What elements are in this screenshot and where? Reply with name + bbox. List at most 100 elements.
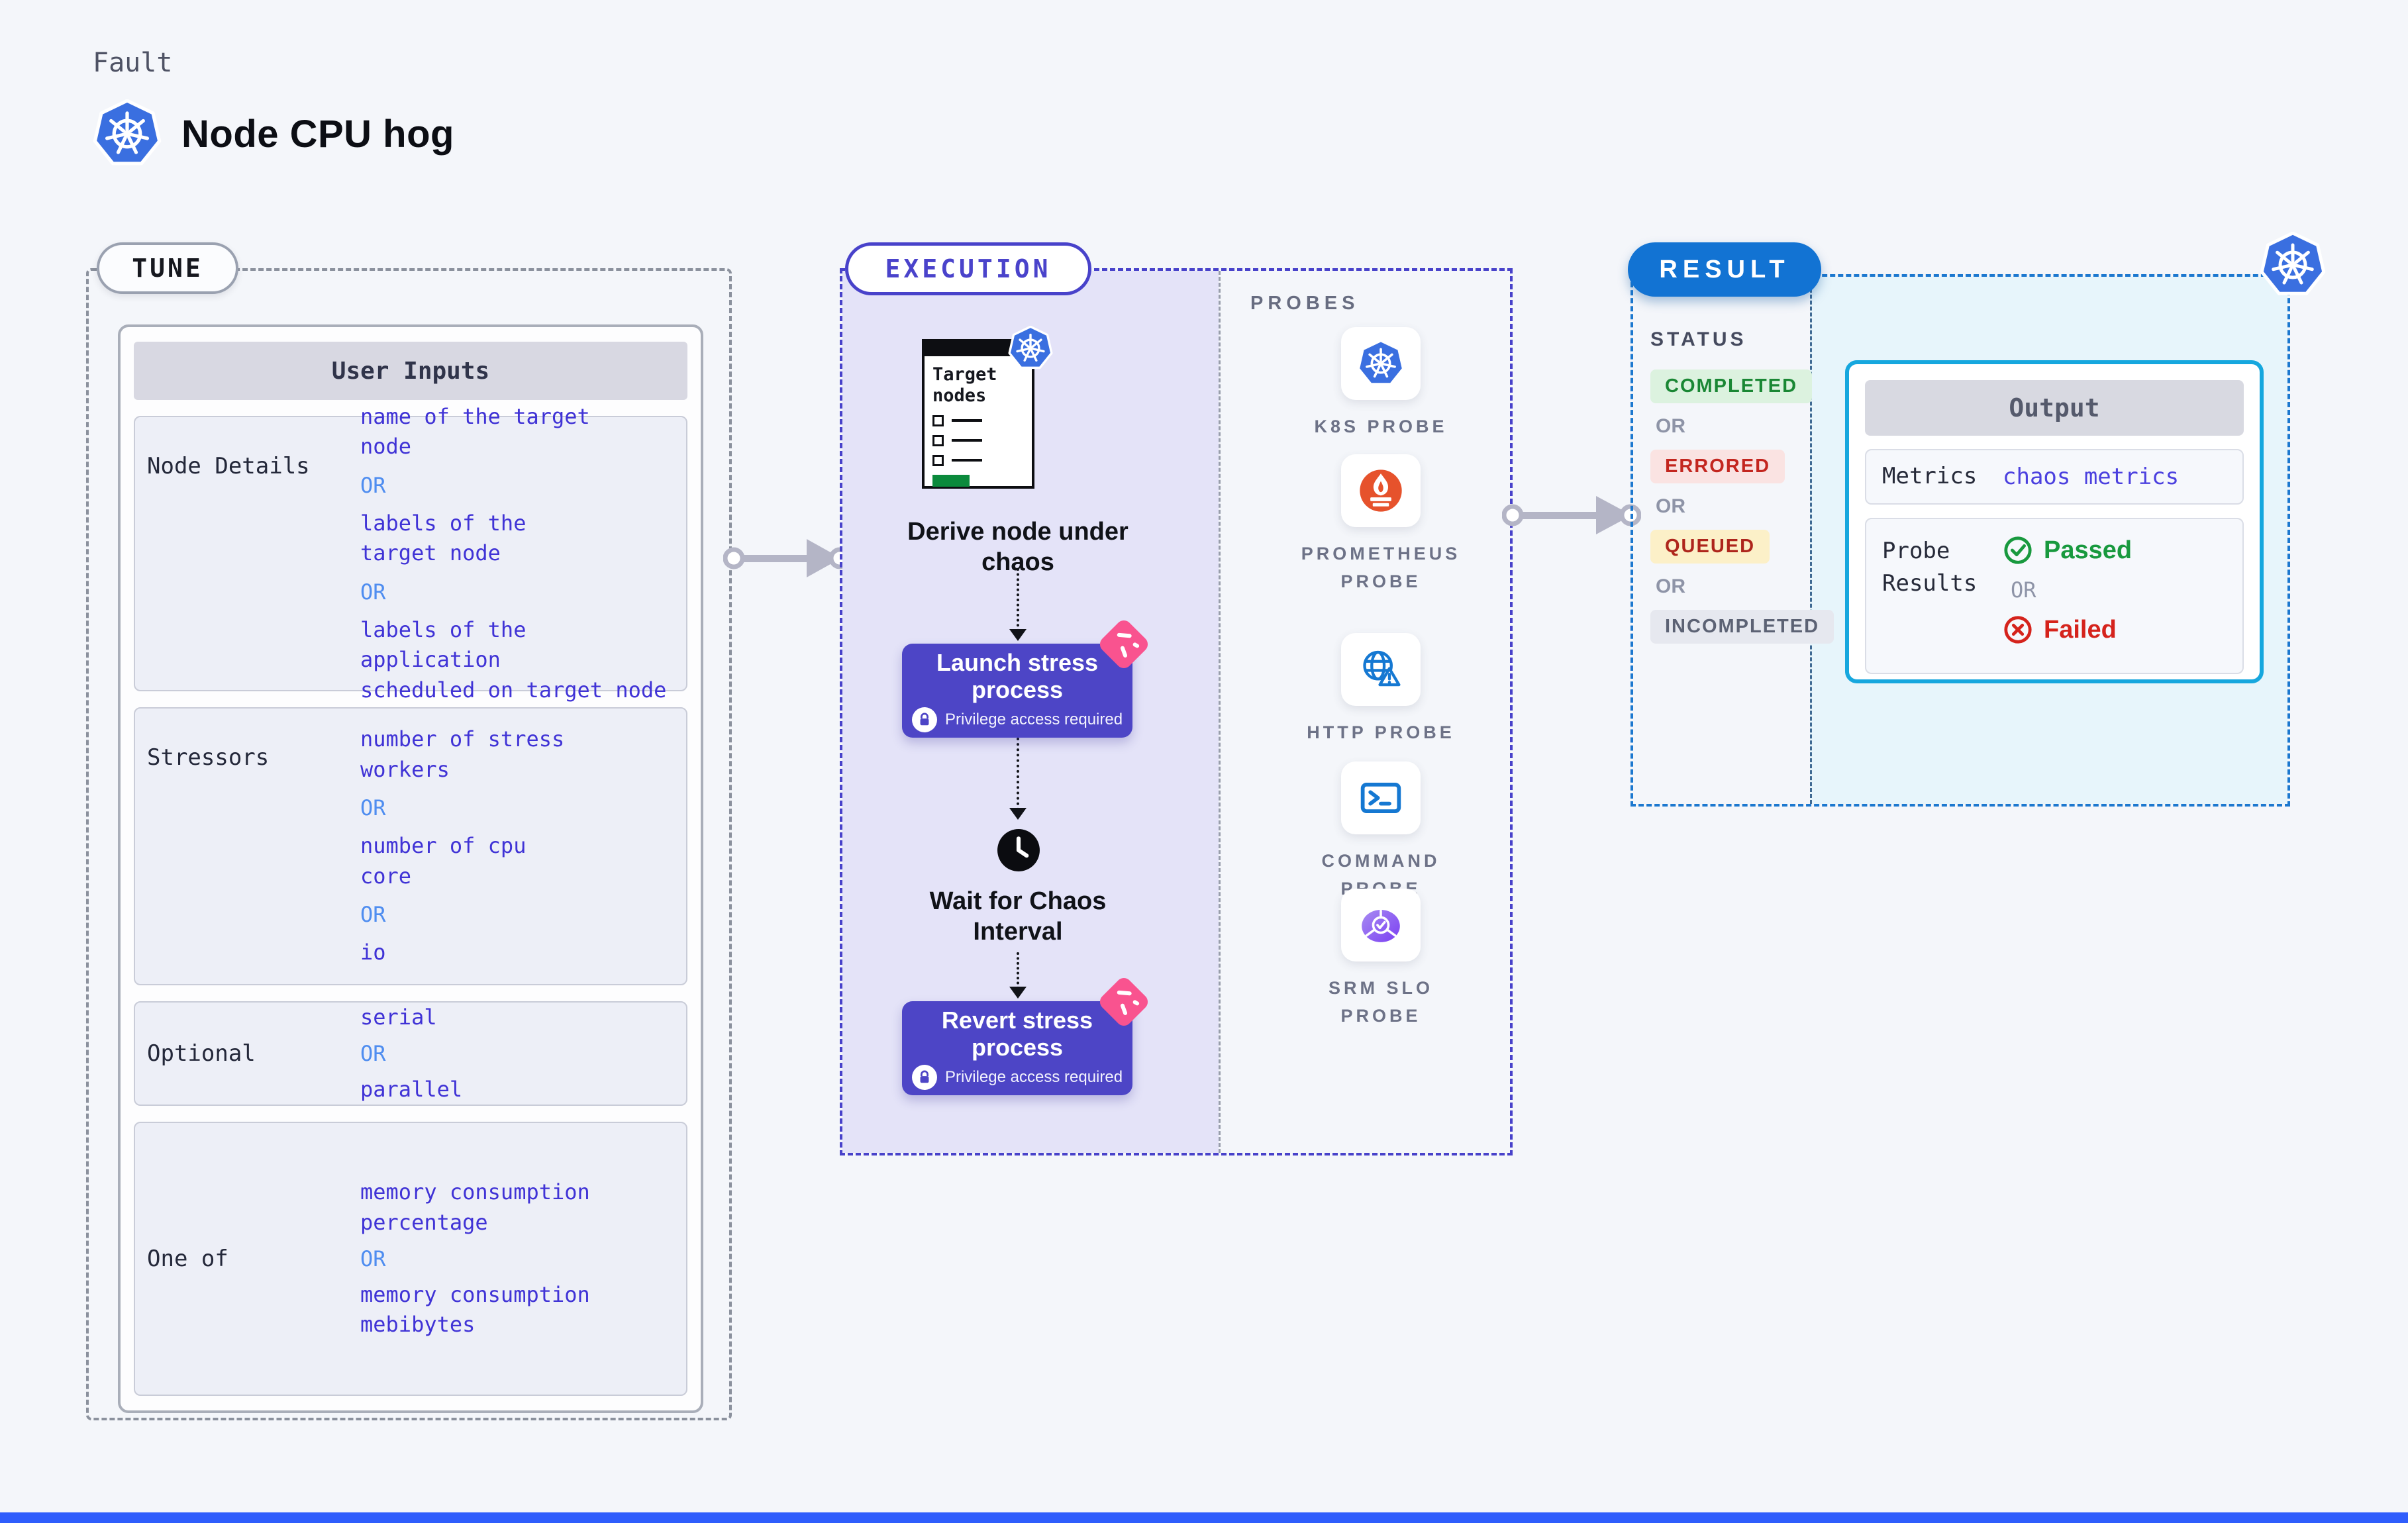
probe-card (1341, 327, 1421, 400)
option-value: labels of the application scheduled on t… (360, 616, 667, 703)
privilege-note: Privilege access required (944, 711, 1123, 729)
clock-icon (997, 829, 1040, 871)
status-badge-completed: COMPLETED (1650, 369, 1813, 403)
fault-kicker: Fault (93, 48, 173, 78)
result-divider (1810, 277, 1812, 804)
checkbox-icon (932, 454, 944, 466)
card-titlebar (925, 342, 1032, 356)
option-value: memory consumption percentage (360, 1179, 590, 1235)
derive-node-step: Derive node under chaos (907, 518, 1129, 577)
flow-connector (1017, 952, 1019, 989)
option-value: number of cpu core (360, 833, 527, 889)
probe-label: K8S PROBE (1314, 417, 1448, 436)
flow-arrow (1502, 496, 1641, 534)
probe-card (1341, 633, 1421, 706)
option-value: parallel (360, 1077, 463, 1102)
kubernetes-icon (2260, 232, 2326, 298)
result-badge: RESULT (1628, 242, 1821, 297)
passed-label: Passed (2044, 536, 2132, 564)
globe-alert-icon (1363, 650, 1401, 687)
failed-label: Failed (2044, 615, 2117, 644)
revert-stress-label: Revert stress process (941, 1006, 1093, 1061)
user-inputs-title: User Inputs (134, 342, 687, 400)
or-separator: OR (2011, 577, 2036, 603)
or-separator: OR (1656, 575, 1685, 597)
input-row-node-details: Node Details name of the target node OR … (134, 404, 687, 703)
check-circle-icon (2004, 536, 2032, 564)
row-label: Optional (147, 1040, 256, 1067)
or-separator: OR (360, 1246, 386, 1271)
status-badge-queued: QUEUED (1650, 530, 1770, 564)
progress-bar (932, 474, 970, 487)
revert-stress-button: Revert stress process Privilege access r… (902, 1001, 1132, 1095)
probe-item-k8s: K8S PROBE (1291, 327, 1470, 441)
or-separator: OR (1656, 415, 1685, 437)
or-separator: OR (360, 902, 386, 928)
probe-item-command: COMMAND PROBE (1291, 762, 1470, 903)
probe-card (1341, 454, 1421, 527)
tune-section (86, 268, 732, 1420)
x-circle-icon (2004, 616, 2032, 644)
lock-icon (911, 707, 937, 733)
page-title: Node CPU hog (181, 112, 454, 156)
or-separator: OR (360, 1041, 386, 1066)
probe-label: SRM SLO PROBE (1328, 978, 1433, 1026)
status-column: STATUS COMPLETED OR ERRORED OR QUEUED OR… (1650, 328, 1834, 644)
metrics-value: chaos metrics (2003, 464, 2180, 490)
kubernetes-icon (1008, 326, 1053, 371)
probes-divider (1219, 271, 1221, 1153)
status-badge-errored: ERRORED (1650, 450, 1785, 483)
probe-results-label: Probe Results (1882, 538, 1978, 597)
or-separator: OR (360, 795, 386, 821)
terminal-icon (1360, 782, 1401, 814)
probe-label: PROMETHEUS PROBE (1301, 544, 1461, 591)
execution-badge: EXECUTION (845, 242, 1091, 295)
flow-connector (1017, 568, 1019, 632)
arrow-down-icon (1009, 808, 1027, 820)
probe-card (1341, 762, 1421, 834)
arrow-down-icon (1009, 987, 1027, 999)
privilege-note: Privilege access required (944, 1068, 1123, 1087)
or-separator: OR (1656, 495, 1685, 517)
row-label: One of (147, 1246, 228, 1272)
kubernetes-icon (93, 99, 162, 168)
target-nodes-card: Target nodes (922, 339, 1034, 489)
lock-icon (911, 1065, 937, 1091)
page-header: Node CPU hog (93, 99, 454, 168)
row-label: Stressors (147, 744, 270, 771)
slo-check-icon (1362, 909, 1400, 942)
output-panel: Output Metrics chaos metrics Probe Resul… (1845, 360, 2264, 683)
probe-results-row: Probe Results Passed OR Failed (1865, 518, 2244, 674)
or-separator: OR (360, 472, 386, 498)
list-line (952, 459, 982, 462)
metrics-row: Metrics chaos metrics (1865, 449, 2244, 505)
prometheus-icon (1360, 469, 1402, 512)
option-value: serial (360, 1004, 437, 1030)
option-value: memory consumption mebibytes (360, 1282, 590, 1338)
probe-item-http: HTTP PROBE (1291, 633, 1470, 747)
input-row-stressors: Stressors number of stress workers OR nu… (134, 707, 687, 985)
probe-item-srm-slo: SRM SLO PROBE (1291, 889, 1470, 1030)
option-value: labels of the target node (360, 510, 527, 566)
probes-title: PROBES (1250, 293, 1360, 314)
kubernetes-icon (1357, 340, 1405, 387)
option-value: number of stress workers (360, 726, 565, 782)
metrics-label: Metrics (1882, 463, 1978, 490)
list-line (952, 439, 982, 442)
list-line (952, 419, 982, 422)
probe-card (1341, 889, 1421, 961)
output-title: Output (1865, 380, 2244, 436)
checkbox-icon (932, 415, 944, 426)
wait-chaos-step: Wait for Chaos Interval (929, 887, 1107, 946)
launch-stress-button: Launch stress process Privilege access r… (902, 644, 1132, 738)
user-inputs-panel: User Inputs Node Details name of the tar… (118, 324, 703, 1413)
arrow-down-icon (1009, 629, 1027, 641)
flow-arrow (723, 539, 850, 577)
tune-badge: TUNE (97, 242, 238, 294)
probe-label: HTTP PROBE (1307, 722, 1455, 742)
flow-connector (1017, 738, 1019, 811)
input-row-one-of: One of memory consumption percentage OR … (134, 1122, 687, 1396)
status-title: STATUS (1650, 328, 1747, 350)
input-row-optional: Optional serial OR parallel (134, 1001, 687, 1106)
status-badge-incompleted: INCOMPLETED (1650, 610, 1834, 644)
